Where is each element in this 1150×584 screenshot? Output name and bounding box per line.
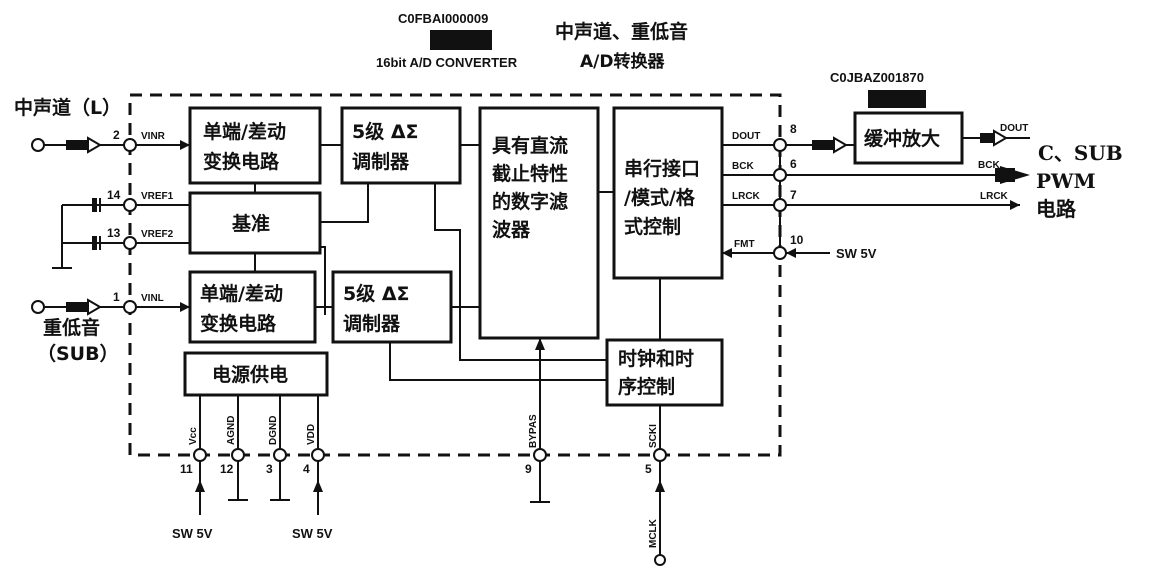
svg-text:单端/差动: 单端/差动 [203, 120, 286, 143]
subtitle-cn2: A/D转换器 [580, 51, 665, 72]
pin-13-number: 13 [107, 226, 121, 240]
mclk-label: MCLK [648, 518, 659, 548]
pin-14-name: VREF1 [141, 191, 174, 202]
pin-3-name: DGND [268, 416, 279, 445]
output-line3: 电路 [1036, 197, 1077, 221]
svg-text:调制器: 调制器 [343, 312, 401, 335]
pin-1-number: 1 [113, 290, 120, 304]
pin-5-name: SCKI [648, 424, 659, 448]
pin-12-name: AGND [226, 416, 237, 445]
svg-text:变换电路: 变换电路 [203, 150, 280, 173]
svg-text:/模式/格: /模式/格 [624, 186, 696, 209]
pin-1-name: VINL [141, 293, 164, 304]
svg-text:重低音: 重低音 [43, 316, 100, 339]
svg-text:序控制: 序控制 [618, 375, 675, 398]
se-diff-block-1: 单端/差动 变换电路 [188, 106, 322, 185]
pin-8-number: 8 [790, 122, 797, 136]
subtitle-cn: 中声道、重低音 [555, 20, 688, 43]
pin-14-number: 14 [107, 188, 121, 202]
output-line2: PWM [1036, 169, 1096, 193]
se-diff-block-2: 单端/差动 变换电路 [188, 270, 317, 344]
pin-2-number: 2 [113, 128, 120, 142]
sw5v-mid-label: SW 5V [292, 526, 333, 541]
svg-text:基准: 基准 [231, 212, 270, 235]
pin-4-number: 4 [303, 462, 310, 476]
dc-filter-block: 具有直流 截止特性 的数字滤 波器 [478, 106, 600, 340]
ic-outline [128, 93, 782, 457]
svg-text:5级 ΔΣ: 5级 ΔΣ [352, 120, 419, 143]
sw5v-right-label: SW 5V [836, 246, 877, 261]
svg-text:中声道（L）: 中声道（L） [14, 96, 121, 119]
svg-text:变换电路: 变换电路 [200, 312, 277, 335]
svg-text:具有直流: 具有直流 [492, 134, 568, 157]
svg-text:波器: 波器 [492, 218, 531, 241]
pin-7-number: 7 [790, 188, 797, 202]
subtitle-en: 16bit A/D CONVERTER [376, 55, 518, 70]
bottom-wiring [193, 395, 667, 566]
sd-modulator-block-2: 5级 ΔΣ 调制器 [331, 270, 453, 344]
part-number: C0FBAI000009 [398, 11, 488, 26]
sw5v-left-label: SW 5V [172, 526, 213, 541]
svg-text:电源供电: 电源供电 [212, 363, 288, 386]
sd-modulator-block-1: 5级 ΔΣ 调制器 [340, 106, 462, 185]
input-center: 中声道（L） [14, 96, 190, 154]
svg-text:单端/差动: 单端/差动 [200, 282, 283, 305]
svg-text:缓冲放大: 缓冲放大 [864, 127, 940, 150]
svg-text:调制器: 调制器 [352, 150, 410, 173]
dout-out-label: DOUT [1000, 123, 1028, 134]
pin-10-name: FMT [734, 239, 755, 250]
pin-4-name: VDD [306, 424, 317, 445]
pin-11-name: Vcc [188, 427, 199, 445]
pin-2-name: VINR [141, 131, 166, 142]
pin-9-number: 9 [525, 462, 532, 476]
buffer-amp-block: 缓冲放大 [853, 111, 964, 165]
output-wiring [722, 129, 1030, 260]
pin-6-number: 6 [790, 157, 797, 171]
pin-3-number: 3 [266, 462, 273, 476]
buffer-part-number: C0JBAZ001870 [830, 70, 924, 85]
svg-text:式控制: 式控制 [624, 215, 681, 238]
pin-13-name: VREF2 [141, 229, 174, 240]
svg-text:截止特性: 截止特性 [492, 162, 568, 185]
reference-block: 基准 [188, 191, 322, 255]
redacted-box-2 [868, 90, 926, 108]
redacted-box [430, 30, 492, 50]
power-block: 电源供电 [183, 351, 329, 397]
clock-control-block: 时钟和时 序控制 [605, 338, 724, 407]
output-line1: C、SUB [1038, 141, 1123, 165]
svg-text:（SUB）: （SUB） [37, 342, 119, 365]
pin-9-name: BYPAS [528, 414, 539, 448]
lrck-out-label: LRCK [980, 191, 1009, 202]
pin-5-number: 5 [645, 462, 652, 476]
internal-wiring [254, 144, 661, 455]
pin-10-number: 10 [790, 233, 804, 247]
pin-11-number: 11 [180, 462, 193, 476]
bck-out-label: BCK [978, 160, 1000, 171]
svg-text:串行接口: 串行接口 [624, 157, 700, 180]
vref-wiring [52, 198, 190, 269]
pin-6-name: BCK [732, 161, 754, 172]
svg-text:的数字滤: 的数字滤 [492, 190, 568, 213]
svg-text:5级 ΔΣ: 5级 ΔΣ [343, 282, 410, 305]
pin-8-name: DOUT [732, 131, 760, 142]
serial-control-block: 串行接口 /模式/格 式控制 [612, 106, 724, 280]
svg-text:时钟和时: 时钟和时 [618, 347, 694, 370]
pin-7-name: LRCK [732, 191, 761, 202]
input-sub: 重低音 （SUB） [31, 298, 190, 365]
pin-12-number: 12 [220, 462, 234, 476]
